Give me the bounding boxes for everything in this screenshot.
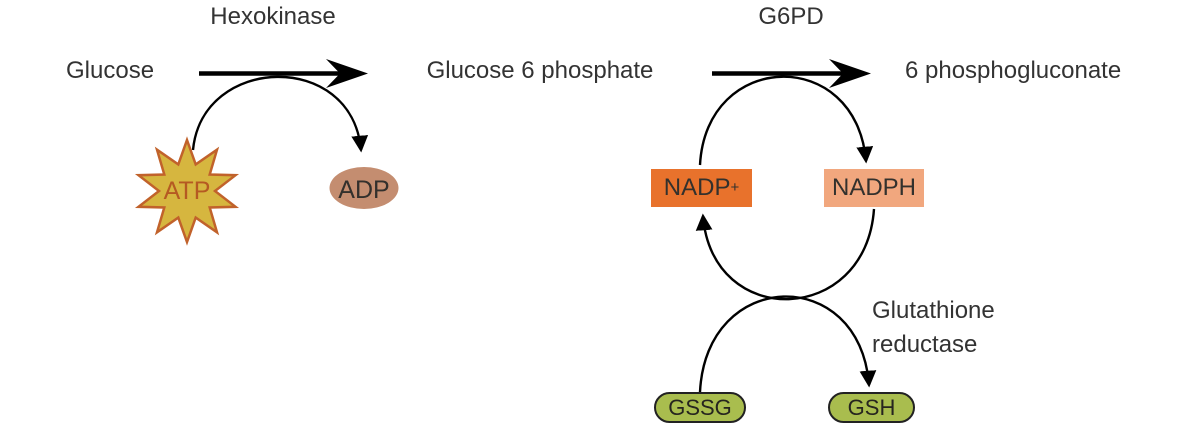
reaction1-arrowhead	[326, 59, 368, 88]
gssg-to-gsh-arc	[698, 295, 877, 393]
metabolite-label-6-phosphogluconate: 6 phosphogluconate	[905, 57, 1122, 84]
nadp-to-nadph-arc	[698, 75, 874, 166]
atp-label: ATP	[163, 177, 211, 205]
atp-star-shape	[134, 136, 240, 246]
gsh-pill: GSH	[828, 392, 915, 423]
enzyme-label-glutathione-line1: Glutathione	[872, 297, 995, 324]
nadp-box: NADP+	[651, 169, 752, 207]
nadph-label: NADPH	[831, 174, 916, 201]
atp-to-adp-arc	[191, 75, 369, 153]
metabolite-label-glucose-6-phosphate: Glucose 6 phosphate	[426, 57, 654, 84]
gsh-label: GSH	[847, 394, 896, 420]
enzyme-label-glutathione-reductase: Glutathione reductase	[872, 294, 995, 362]
adp-label: ADP	[338, 176, 390, 204]
adp-ellipse-shape	[329, 167, 399, 209]
reaction2-arrowhead	[829, 59, 871, 88]
nadph-box: NADPH	[824, 169, 924, 207]
enzyme-label-glutathione-line2: reductase	[872, 331, 978, 358]
gssg-label: GSSG	[668, 394, 732, 420]
enzyme-label-g6pd: G6PD	[758, 3, 824, 30]
gssg-pill: GSSG	[654, 392, 746, 423]
enzyme-label-hexokinase: Hexokinase	[210, 3, 336, 30]
nadp-label: NADP	[663, 174, 731, 201]
metabolite-label-glucose: Glucose	[66, 57, 155, 84]
nadph-to-nadp-arc	[695, 208, 876, 301]
